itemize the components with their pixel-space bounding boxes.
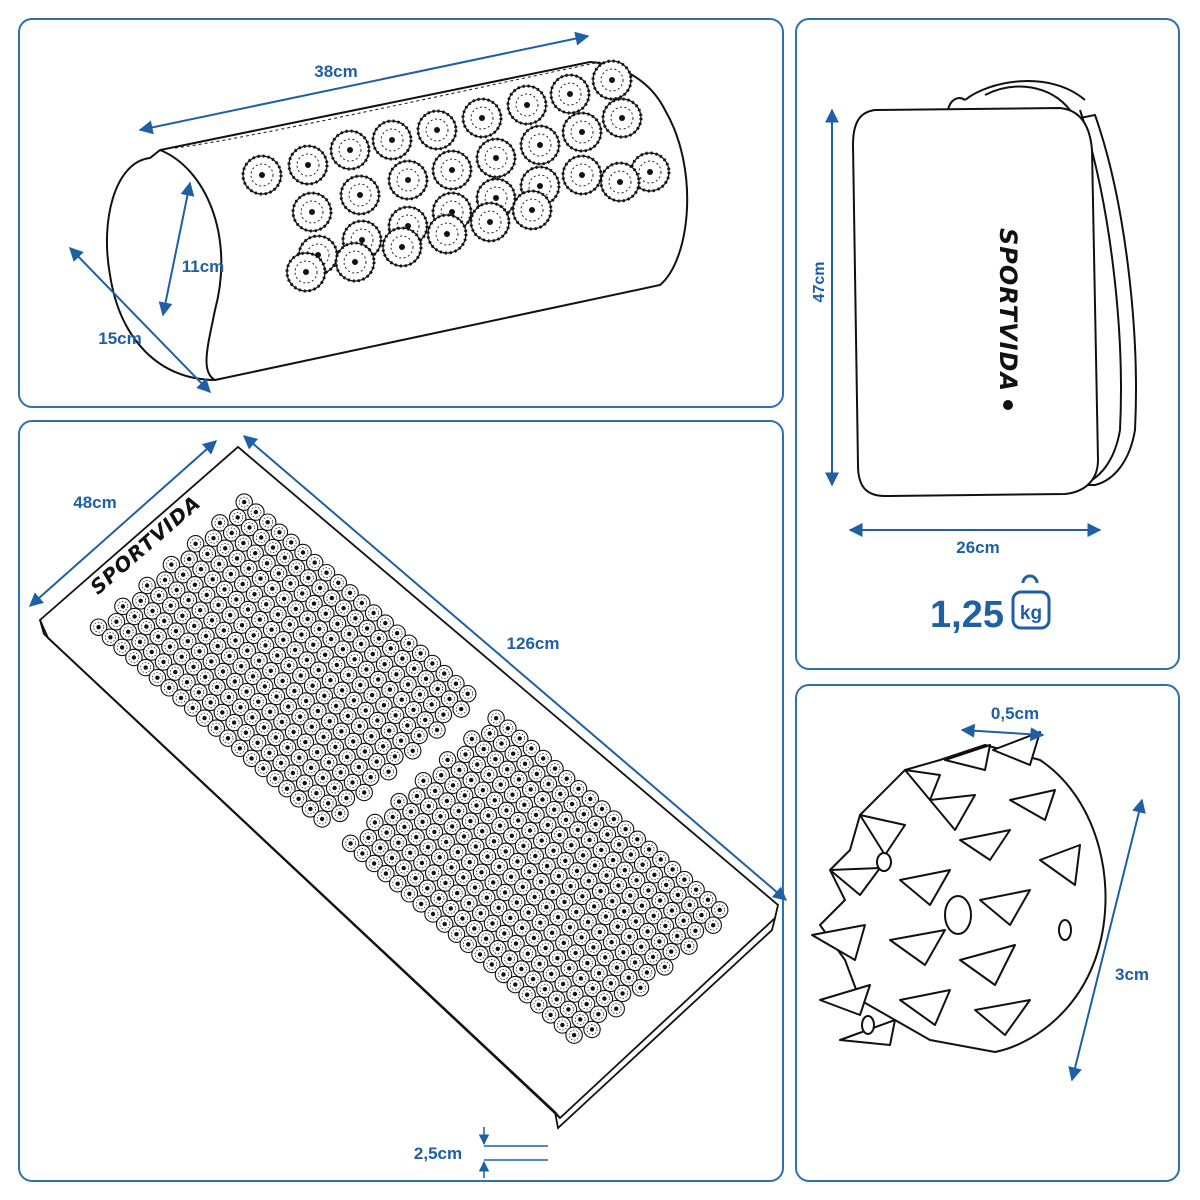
pillow-spike — [329, 129, 371, 171]
weight-unit: kg — [1020, 603, 1042, 624]
pillow-spike — [416, 109, 458, 151]
mat-spike — [361, 768, 380, 786]
mat-spike — [403, 742, 422, 760]
pillow-spike — [601, 97, 643, 139]
mat-length-arrow — [242, 435, 788, 901]
pillow-spike — [591, 59, 633, 101]
pillow-spike — [371, 119, 413, 161]
spike-height-arrow — [1068, 798, 1146, 1082]
mat-spike — [638, 963, 656, 982]
pillow-spike — [241, 154, 283, 196]
mat-spike — [355, 783, 373, 802]
pillow-spike — [431, 149, 473, 191]
spike-height-label: 3cm — [1115, 965, 1149, 984]
mat-width-label: 48cm — [73, 493, 116, 512]
bag-height-label: 47cm — [811, 262, 828, 303]
mat-spike — [428, 721, 446, 739]
spike-tip-label: 0,5cm — [991, 704, 1039, 723]
pillow-spike — [475, 137, 517, 179]
mat-length-label: 126cm — [507, 634, 560, 653]
weight-icon: kg — [1011, 574, 1051, 630]
pillow-spike — [519, 124, 561, 166]
mat-spike — [337, 789, 356, 807]
bag-brand-logo: SPORTVIDA — [994, 228, 1022, 410]
pillow-spike — [291, 191, 333, 233]
pillow-width-arrow — [69, 246, 211, 394]
mat-spike — [589, 1005, 608, 1023]
pillow-width-label: 15cm — [98, 329, 141, 348]
pillow-length-label: 38cm — [314, 62, 357, 81]
pillow-spike — [561, 111, 603, 153]
mat-thickness-label: 2,5cm — [414, 1144, 462, 1163]
pillow-spike — [549, 73, 591, 115]
pillow-spike — [339, 174, 381, 216]
mat-spike — [434, 705, 453, 724]
pillow-spike — [426, 213, 468, 255]
mat-spike — [379, 762, 398, 781]
mat-spike — [704, 916, 722, 934]
mat-spike — [613, 984, 632, 1003]
mat-spike — [331, 804, 349, 823]
mat-spike — [565, 1026, 583, 1044]
pillow-spike — [506, 84, 548, 126]
pillow-spike — [461, 97, 503, 139]
mat-spike — [710, 901, 729, 919]
pillow-spike — [561, 154, 603, 196]
bag-width-label: 26cm — [956, 538, 999, 557]
pillow-spike — [334, 241, 376, 283]
mat-spike — [313, 810, 331, 828]
pillow-height-label: 11cm — [182, 257, 225, 276]
mat-spike — [607, 999, 625, 1018]
mat-spike — [655, 958, 674, 976]
mat-spike — [583, 1020, 601, 1039]
spike-tip-arrow — [960, 723, 1045, 742]
mat-spike — [680, 937, 698, 955]
mat-spike — [452, 700, 470, 718]
pillow-spike — [287, 144, 329, 186]
weight-value: 1,25 — [930, 594, 1004, 636]
pillow-spike — [469, 201, 511, 243]
mat-spike — [686, 922, 705, 940]
spike-drawing — [811, 731, 1107, 1053]
mat-spike — [458, 685, 477, 703]
mat-spike — [410, 726, 428, 745]
mat-spike — [662, 942, 680, 961]
pillow-length-arrow — [138, 31, 590, 135]
bag-brand-text: SPORTVIDA — [994, 228, 1022, 392]
bag-drawing — [851, 80, 1137, 498]
pillow-spike — [381, 226, 423, 268]
mat-spike — [631, 979, 650, 997]
pillow-spike — [387, 159, 429, 201]
pillow-spike — [511, 189, 553, 231]
mat-width-arrow — [28, 440, 218, 607]
pillow-spike — [599, 161, 641, 203]
pillow-spike — [285, 251, 327, 293]
mat-thickness-marker — [478, 1127, 548, 1178]
mat-spike — [386, 747, 404, 766]
